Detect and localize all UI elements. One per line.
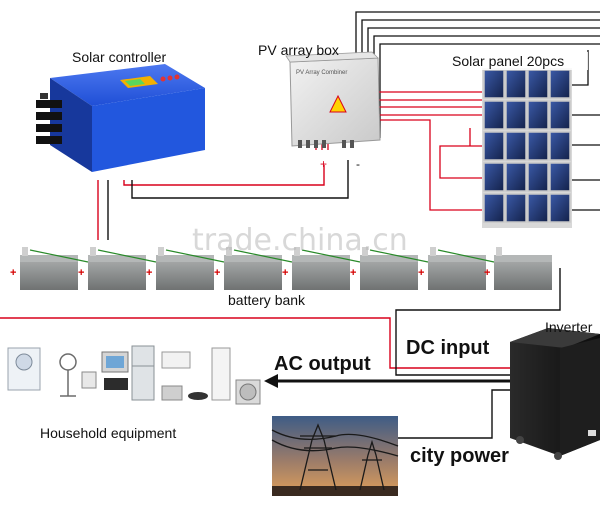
city-power-photo (271, 416, 399, 496)
pv-box-plate-text: PV Array Combiner (296, 70, 347, 76)
solar-controller-label: Solar controller (72, 49, 166, 65)
battery-8 (494, 247, 552, 290)
solar-panel-array (482, 68, 572, 228)
city-power-label: city power (410, 445, 509, 467)
pv-box-plus-sign: + (320, 157, 327, 171)
battery-3 (156, 247, 214, 290)
battery-6 (360, 247, 418, 290)
svg-text:+: + (146, 267, 152, 279)
svg-text:+: + (78, 267, 84, 279)
svg-text:+: + (282, 267, 288, 279)
battery-7 (428, 247, 486, 290)
svg-text:+: + (418, 267, 424, 279)
inverter-device (510, 328, 600, 460)
battery-bank-label: battery bank (228, 292, 306, 308)
svg-text:+: + (350, 267, 356, 279)
dc-input-label: DC input (406, 337, 490, 359)
pv-array-box-label: PV array box (258, 42, 339, 58)
household-equipment-label: Household equipment (40, 425, 176, 441)
system-wires (0, 160, 561, 439)
household-appliances (7, 345, 261, 405)
svg-text:+: + (10, 267, 16, 279)
ac-output-label: AC output (274, 353, 371, 375)
pv-array-box-device: PV Array Combiner (285, 51, 381, 148)
solar-panel-label: Solar panel 20pcs (452, 53, 564, 69)
battery-5 (292, 247, 350, 290)
svg-text:+: + (484, 267, 490, 279)
watermark-text: trade.china.cn (192, 223, 408, 258)
pv-box-minus-sign: - (356, 157, 360, 171)
svg-text:+: + (214, 267, 220, 279)
ac-output-arrow (264, 374, 510, 388)
battery-bank: + + + + + + + + (10, 247, 552, 290)
solar-controller-device (36, 64, 205, 172)
battery-1 (20, 247, 78, 290)
battery-2 (88, 247, 146, 290)
inverter-label: Inverter (545, 319, 593, 335)
battery-4 (224, 247, 282, 290)
